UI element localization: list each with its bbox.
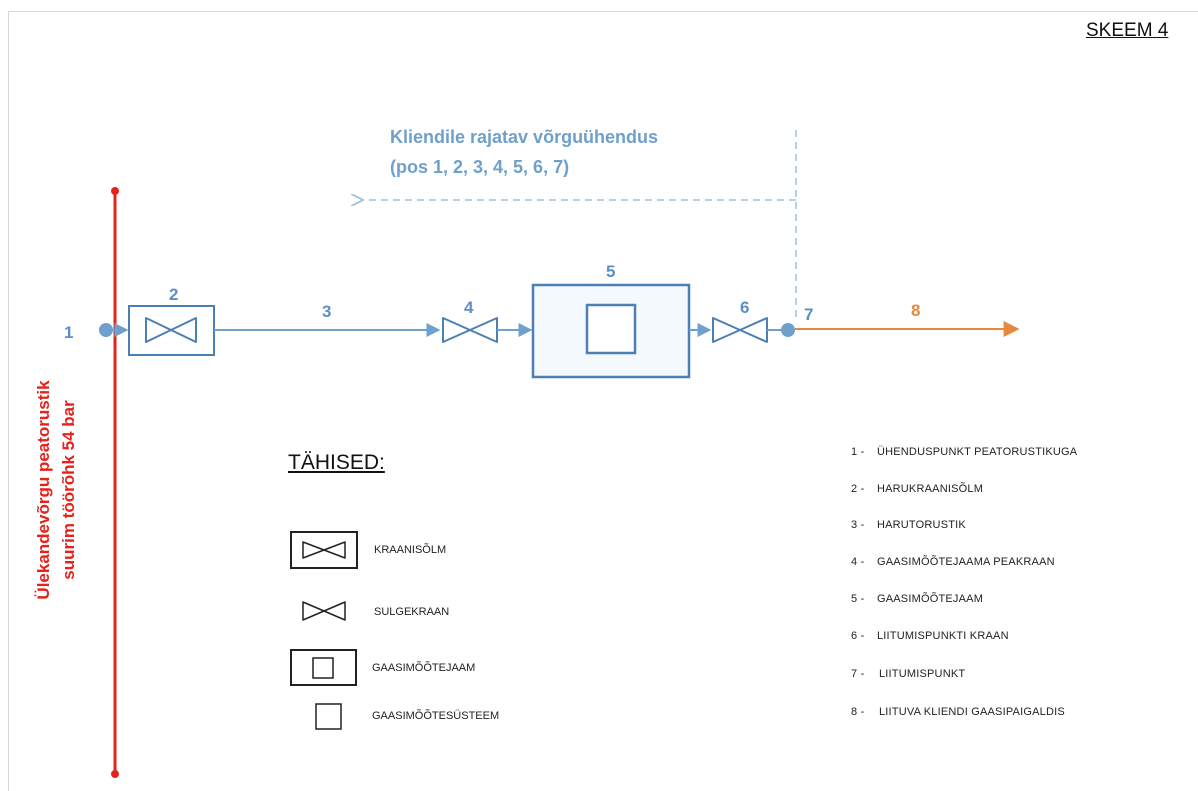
diagram-title: SKEEM 4 <box>1086 20 1169 41</box>
flow-label-5: 5 <box>606 262 616 281</box>
numbered-item-number: 6 - <box>851 630 865 642</box>
numbered-item-7: 7 - LIITUMISPUNKT <box>851 668 965 680</box>
frame-border-top <box>8 11 1198 12</box>
numbered-item-label: GAASIMÕÕTEJAAM <box>876 593 984 605</box>
legend-metering-system-icon <box>315 703 342 730</box>
flow-label-3: 3 <box>322 302 332 321</box>
numbered-item-number: 3 - <box>851 519 865 531</box>
numbered-item-8: 8 - LIITUVA KLIENDI GAASIPAIGALDIS <box>851 706 1065 718</box>
annotation-line-2: (pos 1, 2, 3, 4, 5, 6, 7) <box>390 157 570 177</box>
numbered-item-5: 5 - GAASIMÕÕTEJAAM <box>851 593 983 605</box>
numbered-item-number: 5 - <box>851 593 865 605</box>
connection-point-1 <box>99 323 113 337</box>
numbered-item-number: 7 - <box>851 668 865 680</box>
numbered-item-6: 6 - LIITUMISPUNKTI KRAAN <box>851 630 1009 642</box>
numbered-item-label: HARUTORUSTIK <box>876 519 966 531</box>
flow-label-1: 1 <box>64 323 74 342</box>
legend-label-metering-system: GAASIMÕÕTESÜSTEEM <box>372 710 500 722</box>
numbered-item-number: 2 - <box>851 483 865 495</box>
legend-metering-station-icon <box>290 649 357 686</box>
main-pipeline-label-line-2: suurim töörõhk 54 bar <box>59 400 78 580</box>
main-pipeline-label-line-1: Ülekandevõrgu peatorustik <box>34 380 53 600</box>
numbered-item-label: LIITUMISPUNKT <box>878 668 966 680</box>
connection-point-7 <box>781 323 795 337</box>
flow-label-6: 6 <box>740 298 750 317</box>
legend-shutoff-valve-icon <box>302 601 346 621</box>
numbered-item-1: 1 - ÜHENDUSPUNKT PEATORUSTIKUGA <box>851 446 1077 458</box>
main-pipeline-top-dot <box>111 187 119 195</box>
numbered-item-4: 4 - GAASIMÕÕTEJAAMA PEAKRAAN <box>851 556 1055 568</box>
main-pipeline-bottom-dot <box>111 770 119 778</box>
shutoff-valve-4 <box>442 317 498 343</box>
legend-label-shutoff-valve: SULGEKRAAN <box>374 606 450 618</box>
numbered-item-label: LIITUVA KLIENDI GAASIPAIGALDIS <box>878 706 1065 718</box>
frame-border-left <box>8 11 9 791</box>
legend-label-metering-station: GAASIMÕÕTEJAAM <box>372 662 476 674</box>
numbered-item-2: 2 - HARUKRAANISÕLM <box>851 483 983 495</box>
flow-label-8: 8 <box>911 301 921 320</box>
flow-label-4: 4 <box>464 298 474 317</box>
numbered-item-3: 3 - HARUTORUSTIK <box>851 519 966 531</box>
annotation-line-1: Kliendile rajatav võrguühendus <box>390 127 659 147</box>
legend-title: TÄHISED: <box>288 451 385 474</box>
numbered-item-number: 4 - <box>851 556 865 568</box>
numbered-item-label: GAASIMÕÕTEJAAMA PEAKRAAN <box>876 556 1055 568</box>
valve-assembly-2 <box>128 305 215 356</box>
numbered-item-label: HARUKRAANISÕLM <box>876 483 984 495</box>
numbered-item-number: 1 - <box>851 446 865 458</box>
numbered-item-number: 8 - <box>851 706 865 718</box>
legend-valve-assembly-icon <box>290 531 358 569</box>
metering-station-5 <box>531 283 691 379</box>
numbered-item-label: ÜHENDUSPUNKT PEATORUSTIKUGA <box>876 446 1078 458</box>
flow-label-2: 2 <box>169 285 179 304</box>
numbered-item-label: LIITUMISPUNKTI KRAAN <box>876 630 1009 642</box>
shutoff-valve-6 <box>712 317 768 343</box>
legend-label-valve-assembly: KRAANISÕLM <box>374 544 447 556</box>
flow-label-7: 7 <box>804 305 814 324</box>
